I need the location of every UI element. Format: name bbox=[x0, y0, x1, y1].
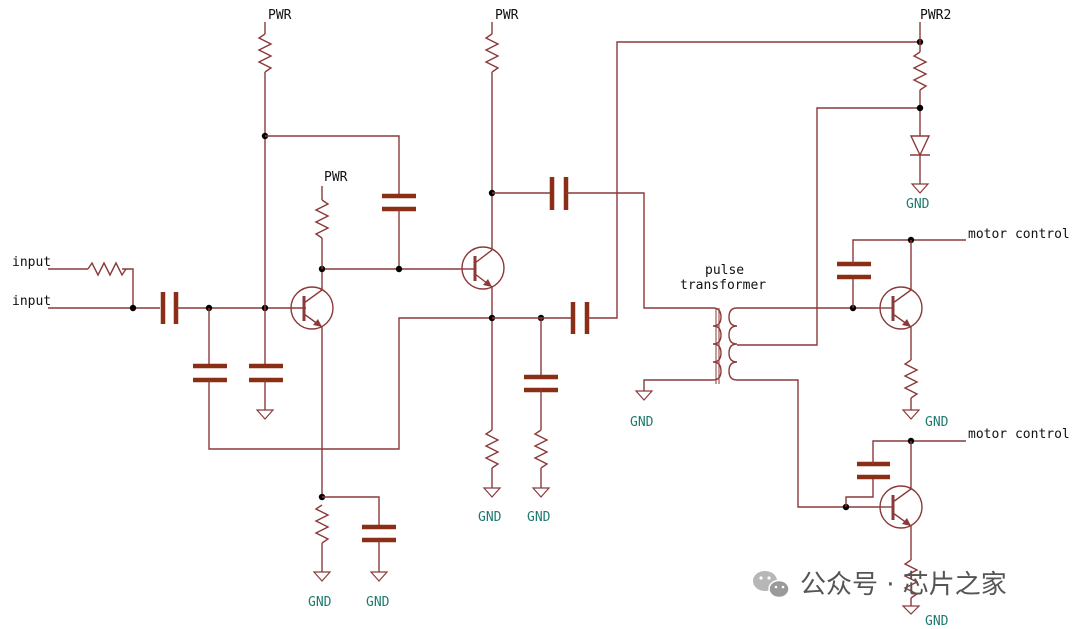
q4-emitter-resistor bbox=[903, 559, 919, 599]
pulse-label-line1: pulse bbox=[705, 263, 744, 278]
gnd-label-q3: GND bbox=[925, 415, 949, 430]
output-capacitor bbox=[570, 302, 590, 334]
pwr-label-3: PWR bbox=[495, 8, 519, 23]
coupling-capacitor-1 bbox=[160, 292, 179, 324]
ground-symbol bbox=[255, 409, 275, 420]
input-resistor bbox=[87, 261, 127, 277]
transistor-q2 bbox=[460, 246, 505, 290]
emitter-capacitor bbox=[362, 524, 396, 543]
gnd-label-xfmr: GND bbox=[630, 415, 654, 430]
emitter-resistor-2 bbox=[484, 429, 500, 469]
q3-snubber-capacitor bbox=[837, 261, 871, 280]
pull-up-resistor-1 bbox=[257, 33, 273, 73]
input-label-1: input bbox=[12, 255, 51, 270]
miller-capacitor bbox=[382, 193, 416, 212]
wechat-icon bbox=[753, 571, 790, 599]
gnd-label-q4: GND bbox=[925, 614, 949, 629]
q4-snubber-capacitor bbox=[857, 461, 890, 480]
diode bbox=[909, 135, 931, 157]
pwr-label-2: PWR bbox=[324, 170, 348, 185]
gnd-label-q1-a: GND bbox=[308, 595, 332, 610]
emitter-capacitor-2 bbox=[524, 374, 558, 393]
q3-emitter-resistor bbox=[903, 359, 919, 399]
pull-up-resistor-2 bbox=[314, 199, 330, 239]
transformer-coupling-capacitor bbox=[549, 177, 569, 210]
pwr-label-1: PWR bbox=[268, 8, 292, 23]
watermark-text: 公众号 · 芯片之家 bbox=[800, 570, 1007, 600]
collector-resistor bbox=[484, 33, 500, 73]
emitter-resistor-1 bbox=[314, 504, 330, 544]
transistor-q3 bbox=[878, 240, 923, 360]
pulse-label-line2: transformer bbox=[680, 278, 766, 293]
gnd-label-diode: GND bbox=[906, 197, 930, 212]
pwr2-label: PWR2 bbox=[920, 8, 951, 23]
bypass-capacitor bbox=[249, 363, 283, 383]
pwr2-resistor bbox=[912, 51, 928, 91]
feedback-capacitor bbox=[193, 363, 227, 383]
motor-control-label-1: motor control bbox=[968, 227, 1070, 242]
transistor-q4 bbox=[878, 441, 923, 560]
gnd-label-q1-b: GND bbox=[366, 595, 390, 610]
motor-control-label-2: motor control bbox=[968, 427, 1070, 442]
input-label-2: input bbox=[12, 294, 51, 309]
pulse-transformer bbox=[712, 307, 738, 384]
gnd-label-q2-a: GND bbox=[478, 510, 502, 525]
input-section: input input bbox=[12, 255, 160, 312]
gnd-label-q2-b: GND bbox=[527, 510, 551, 525]
watermark: 公众号 · 芯片之家 bbox=[753, 570, 1007, 600]
transistor-q1 bbox=[290, 269, 334, 340]
